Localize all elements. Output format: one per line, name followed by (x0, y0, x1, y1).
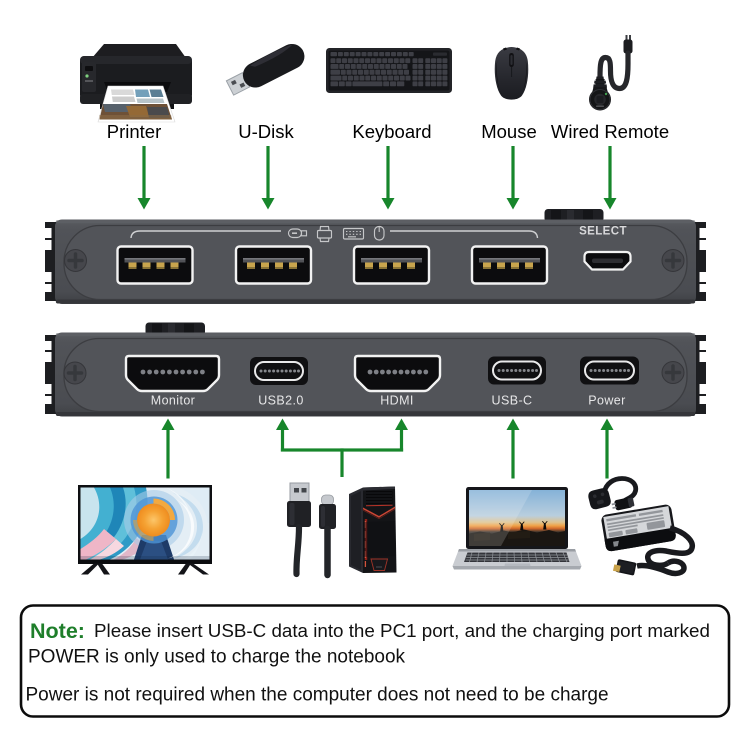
svg-text:Power: Power (588, 394, 625, 408)
svg-text:USB2.0: USB2.0 (258, 394, 303, 408)
svg-text:USB-C: USB-C (492, 394, 533, 408)
svg-text:Printer: Printer (107, 121, 162, 142)
svg-text:Keyboard: Keyboard (352, 121, 431, 142)
svg-text:POWER is only used to charge t: POWER is only used to charge the noteboo… (28, 647, 406, 668)
svg-text:SELECT: SELECT (579, 226, 627, 238)
svg-text:Wired Remote: Wired Remote (551, 121, 669, 142)
svg-text:Please insert USB-C data into: Please insert USB-C data into the PC1 po… (94, 620, 710, 641)
svg-text:Note:: Note: (30, 619, 85, 643)
svg-text:Monitor: Monitor (151, 394, 195, 408)
svg-text:Mouse: Mouse (481, 121, 537, 142)
svg-text:U-Disk: U-Disk (238, 121, 294, 142)
svg-text:Power is not required when the: Power is not required when the computer … (26, 685, 609, 706)
svg-text:HDMI: HDMI (380, 394, 414, 408)
